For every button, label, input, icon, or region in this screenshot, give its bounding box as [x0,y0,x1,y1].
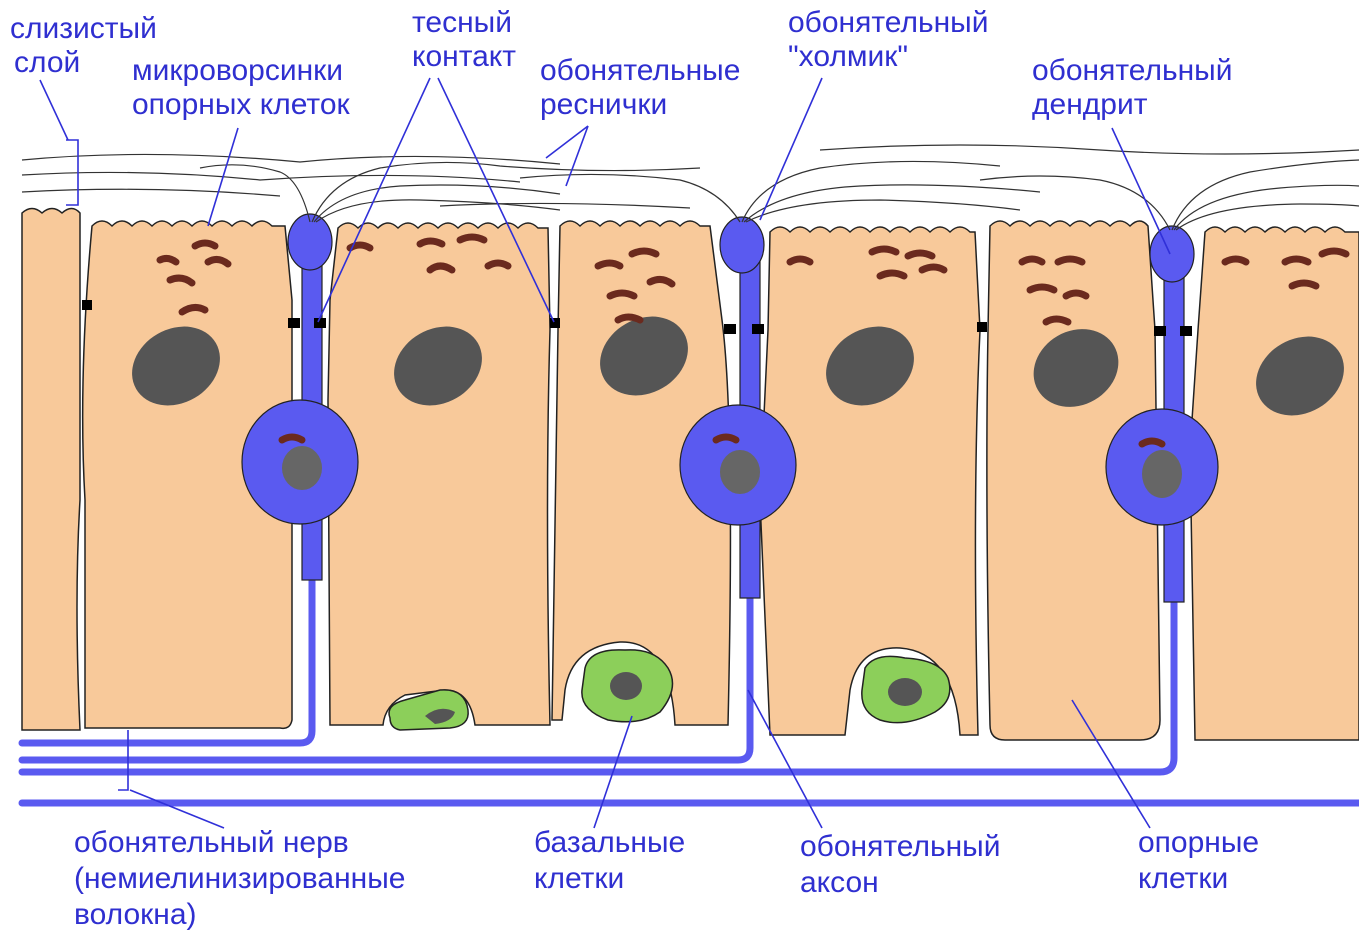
mucus-layer [22,145,1359,230]
basal-cell-nucleus [610,672,642,700]
supporting-cell [328,223,550,725]
supporting-cell [22,209,80,731]
label-knob: обонятельный"холмик" [788,6,988,73]
basal-cell-nucleus [888,678,922,706]
